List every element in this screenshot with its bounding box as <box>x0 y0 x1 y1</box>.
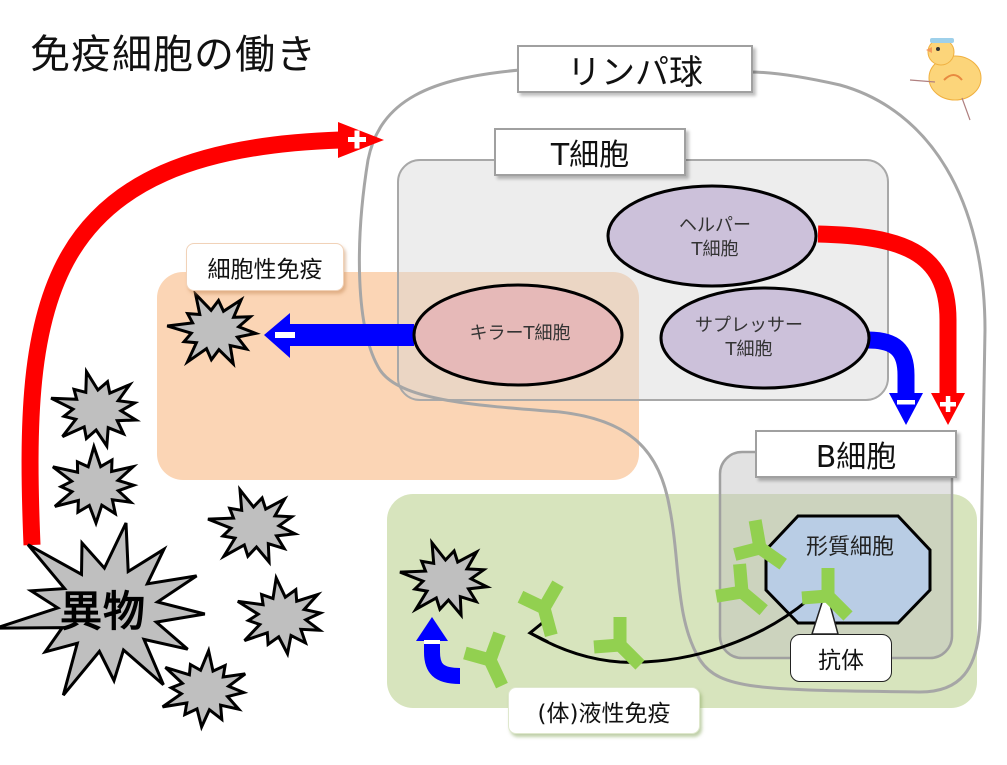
antibody-icon <box>801 568 853 621</box>
stimulate-arrow-to-lymphocyte <box>21 122 384 546</box>
pathogen-icon <box>207 484 301 567</box>
killer-t-cell-label: キラーT細胞 <box>469 323 571 344</box>
helper-t-cell-label: ヘルパー T細胞 <box>640 214 790 262</box>
chick-illustration-icon <box>909 38 982 121</box>
foreign-body-star-icon <box>0 522 206 697</box>
plasma-cell-label: 形質細胞 <box>805 535 894 560</box>
suppressor-t-cell <box>659 286 871 390</box>
lymphocyte-label: リンパ球 <box>517 45 753 93</box>
pathogen-icon <box>51 441 139 528</box>
pathogen-target-cellular-icon <box>166 289 261 368</box>
antibody-icon <box>733 519 787 570</box>
cellular-immunity-label: 細胞性免疫 <box>186 243 344 291</box>
helper-t-cell <box>606 184 818 288</box>
pathogen-icon <box>50 366 142 451</box>
suppressor-t-cell-label: サプレッサー T細胞 <box>664 314 834 362</box>
antibody-callout: 抗体 <box>790 634 892 682</box>
killer-inhibit-arrow <box>264 313 414 358</box>
antibody-icon <box>463 631 508 689</box>
suppressor-t-line2: T細胞 <box>725 339 773 360</box>
helper-stimulate-arrow <box>817 225 965 425</box>
foreign-body-label: 異物 <box>60 587 147 636</box>
killer-t-cell <box>412 283 624 387</box>
t-cell-label: T細胞 <box>494 128 686 176</box>
pathogen-target-humoral-icon <box>399 537 493 620</box>
helper-t-line1: ヘルパー <box>679 215 751 236</box>
humoral-inhibit-arrow <box>416 617 461 684</box>
pathogen-icon <box>161 645 249 732</box>
suppressor-inhibit-arrow <box>867 331 923 425</box>
pathogen-icon <box>237 572 326 659</box>
page-title: 免疫細胞の働き <box>30 32 317 78</box>
lymphocyte-outline <box>357 68 987 694</box>
b-cell-label: B細胞 <box>755 430 957 478</box>
humoral-immunity-label: (体)液性免疫 <box>508 687 700 734</box>
antibody-icon <box>517 580 564 638</box>
suppressor-t-line1: サプレッサー <box>695 315 803 336</box>
antibody-icon <box>715 563 768 616</box>
helper-t-line2: T細胞 <box>691 239 739 260</box>
antibody-icon <box>593 617 645 670</box>
